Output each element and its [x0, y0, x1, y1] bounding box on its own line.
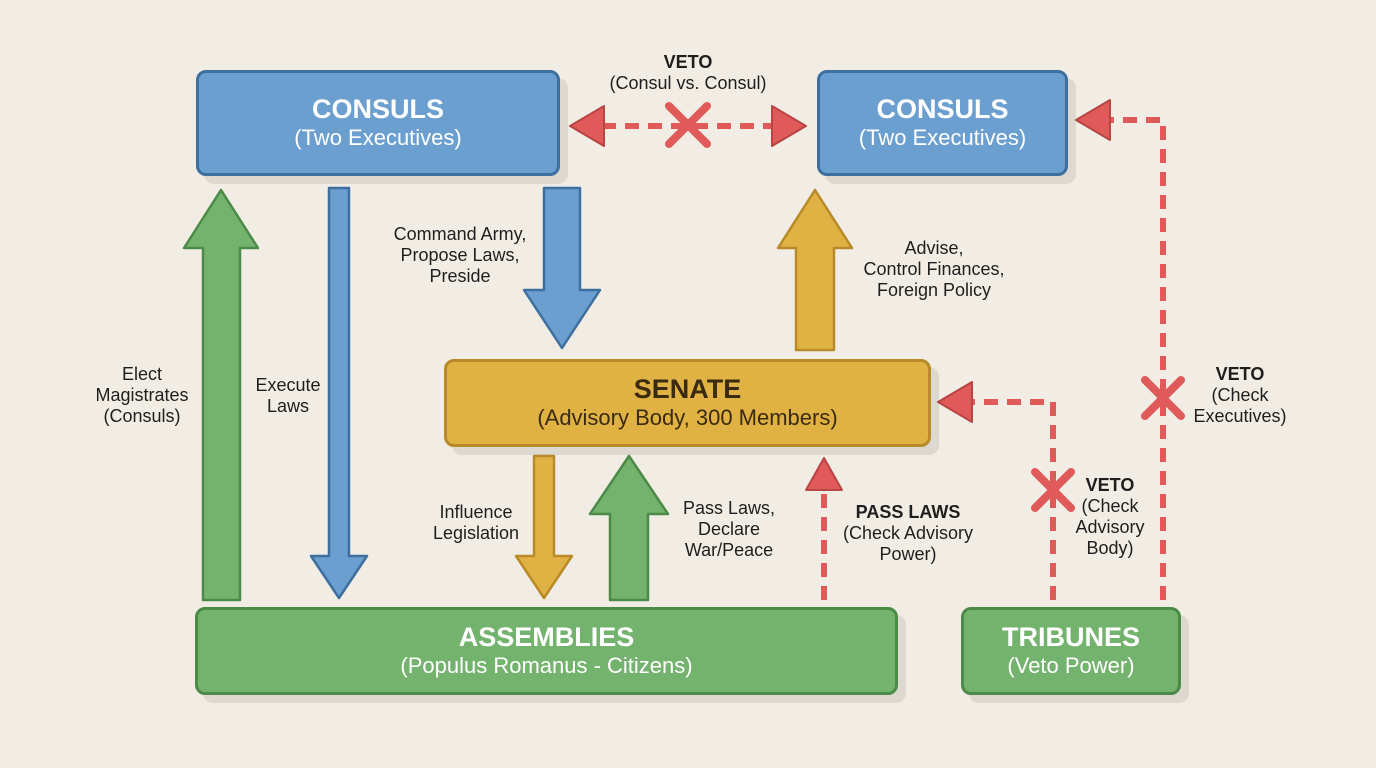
- senate-veto-x-icon: [1031, 468, 1075, 512]
- consul-veto-arrow: [569, 105, 807, 147]
- pass-declare-label: Pass Laws, Declare War/Peace: [672, 498, 786, 561]
- veto-senate-line: Advisory: [1075, 517, 1145, 537]
- pass-laws-check-title: PASS LAWS: [855, 502, 961, 522]
- elect-arrow: [182, 188, 260, 602]
- pass-declare-line: War/Peace: [684, 540, 774, 560]
- elect-line: Elect: [121, 364, 163, 384]
- exec-veto-x-icon: [1141, 376, 1185, 420]
- veto-exec-line: (Check: [1211, 385, 1269, 405]
- assemblies-title: ASSEMBLIES: [458, 622, 635, 653]
- assemblies-subtitle: (Populus Romanus - Citizens): [400, 653, 693, 679]
- pass-laws-check-label: PASS LAWS (Check Advisory Power): [832, 502, 984, 565]
- consul-veto-x-icon: [665, 102, 711, 148]
- tribunes-exec-veto-arrow: [1075, 99, 1166, 600]
- veto-exec-title: VETO: [1215, 364, 1265, 384]
- elect-label: Elect Magistrates (Consuls): [84, 364, 200, 427]
- tribunes-box: TRIBUNES (Veto Power): [961, 607, 1181, 695]
- assemblies-box: ASSEMBLIES (Populus Romanus - Citizens): [195, 607, 898, 695]
- tribunes-senate-veto-arrow: [937, 381, 1056, 600]
- veto-exec-line: Executives): [1193, 406, 1287, 426]
- pass-declare-line: Pass Laws,: [682, 498, 776, 518]
- consul-powers-line: Command Army,: [393, 224, 527, 244]
- consul-powers-line: Propose Laws,: [400, 245, 520, 265]
- influence-line: Influence: [439, 502, 513, 522]
- tribunes-title: TRIBUNES: [1001, 622, 1140, 653]
- senate-subtitle: (Advisory Body, 300 Members): [537, 405, 838, 431]
- veto-senate-title: VETO: [1085, 475, 1135, 495]
- pass-laws-check-line: (Check Advisory: [842, 523, 974, 543]
- veto-exec-label: VETO (Check Executives): [1186, 364, 1294, 427]
- consuls-right-subtitle: (Two Executives): [858, 125, 1027, 151]
- pass-laws-check-line: Power): [879, 544, 937, 564]
- senate-box: SENATE (Advisory Body, 300 Members): [444, 359, 931, 447]
- consuls-left-box: CONSULS (Two Executives): [196, 70, 560, 176]
- execute-line: Execute: [255, 375, 321, 395]
- veto-senate-label: VETO (Check Advisory Body): [1066, 475, 1154, 559]
- consul-powers-label: Command Army, Propose Laws, Preside: [380, 224, 540, 287]
- veto-senate-line: Body): [1086, 538, 1134, 558]
- senate-title: SENATE: [633, 374, 742, 405]
- senate-powers-line: Control Finances,: [863, 259, 1005, 279]
- elect-line: Magistrates: [95, 385, 189, 405]
- senate-powers-line: Advise,: [904, 238, 964, 258]
- execute-label: Execute Laws: [246, 375, 330, 417]
- execute-arrow: [309, 186, 369, 600]
- influence-line: Legislation: [432, 523, 520, 543]
- veto-senate-line: (Check: [1081, 496, 1139, 516]
- veto-consul-title: VETO: [663, 52, 713, 72]
- consuls-right-title: CONSULS: [876, 94, 1009, 125]
- influence-arrow: [514, 454, 574, 600]
- consuls-left-subtitle: (Two Executives): [294, 125, 462, 151]
- consuls-right-box: CONSULS (Two Executives): [817, 70, 1068, 176]
- tribunes-subtitle: (Veto Power): [1007, 653, 1135, 679]
- senate-powers-line: Foreign Policy: [876, 280, 992, 300]
- consul-powers-line: Preside: [429, 266, 491, 286]
- consuls-left-title: CONSULS: [311, 94, 444, 125]
- influence-label: Influence Legislation: [420, 502, 532, 544]
- consul-powers-arrow: [522, 186, 602, 350]
- pass-laws-arrow: [588, 454, 670, 602]
- pass-laws-check-arrow: [805, 457, 843, 600]
- senate-powers-label: Advise, Control Finances, Foreign Policy: [852, 238, 1016, 301]
- senate-powers-arrow: [776, 188, 854, 352]
- execute-line: Laws: [266, 396, 310, 416]
- elect-line: (Consuls): [103, 406, 181, 426]
- veto-consul-label: VETO (Consul vs. Consul): [598, 52, 778, 94]
- veto-consul-line: (Consul vs. Consul): [609, 73, 767, 93]
- pass-declare-line: Declare: [697, 519, 761, 539]
